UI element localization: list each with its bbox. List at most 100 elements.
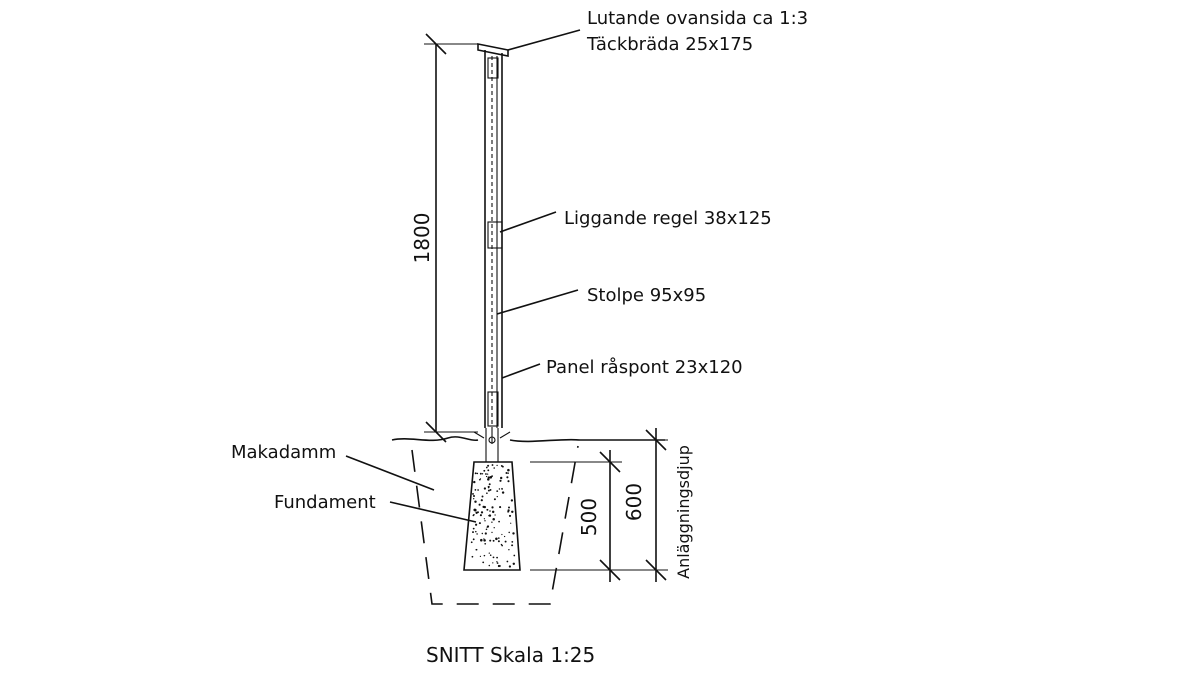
rail-label: Liggande regel 38x125 [564, 208, 772, 229]
concrete-dot [512, 532, 515, 535]
concrete-dot [492, 562, 494, 564]
concrete-dot [510, 499, 514, 502]
foundation-label: Fundament [274, 492, 376, 513]
post-stub [473, 428, 511, 462]
concrete-dot [473, 498, 475, 500]
concrete-dot [498, 537, 500, 539]
concrete-dot [501, 533, 503, 536]
concrete-dot [474, 500, 477, 503]
concrete-dot [507, 468, 510, 472]
concrete-dot [473, 513, 475, 516]
concrete-dot [504, 540, 507, 543]
concrete-dot [496, 490, 499, 492]
concrete-dot [508, 565, 512, 568]
concrete-dot [487, 487, 490, 489]
concrete-dot [489, 554, 492, 556]
concrete-dot [493, 527, 495, 529]
construction-depth-label: Anläggningsdjup [674, 445, 693, 579]
concrete-dot [477, 511, 479, 514]
concrete-dot [485, 473, 487, 475]
concrete-dot [511, 540, 514, 543]
fence-post [484, 50, 503, 428]
concrete-dot [479, 472, 482, 475]
concrete-dot [497, 540, 500, 543]
foundation-depth-label: 500 [577, 498, 601, 536]
concrete-dot [507, 480, 510, 483]
concrete-dot [500, 476, 503, 480]
concrete-dot [499, 479, 502, 482]
concrete-dot [483, 538, 485, 540]
concrete-dot [478, 503, 481, 506]
concrete-dot [472, 538, 475, 541]
foundation-texture [470, 464, 516, 568]
concrete-dot [470, 541, 473, 544]
concrete-dot [484, 542, 487, 545]
concrete-dot [501, 491, 505, 494]
macadam-label: Makadamm [231, 442, 336, 463]
concrete-dot [508, 514, 512, 517]
concrete-dot [484, 520, 486, 522]
post-label: Stolpe 95x95 [587, 285, 706, 306]
concrete-dot [503, 535, 506, 538]
cap-board-label: Täckbräda 25x175 [586, 34, 753, 55]
concrete-dot [500, 543, 503, 546]
concrete-dot [471, 555, 474, 558]
concrete-dot [499, 506, 502, 509]
cap-board [477, 43, 509, 57]
concrete-dot [484, 532, 487, 535]
macadam-trench [411, 445, 579, 605]
concrete-dot [487, 478, 490, 481]
dimension-foundation-depth: 500 [530, 450, 622, 582]
concrete-dot [480, 511, 484, 514]
concrete-dot [482, 561, 485, 564]
concrete-dot [489, 488, 492, 491]
concrete-dot [472, 494, 476, 498]
concrete-dot [472, 531, 474, 534]
concrete-dot [508, 531, 510, 534]
ground-line [391, 436, 665, 443]
top-slope-label: Lutande ovansida ca 1:3 [587, 8, 808, 29]
concrete-dot [489, 539, 492, 542]
concrete-dot [476, 533, 478, 535]
concrete-dot [488, 564, 491, 567]
concrete-dot [496, 561, 498, 563]
concrete-dot [475, 530, 477, 533]
concrete-dot [498, 488, 501, 490]
concrete-dot [507, 509, 510, 512]
concrete-dot [496, 556, 498, 559]
concrete-dot [475, 523, 478, 526]
concrete-dot [485, 528, 488, 531]
concrete-dot [486, 492, 488, 495]
concrete-dot [492, 539, 495, 542]
concrete-dot [487, 464, 490, 467]
concrete-dot [475, 548, 478, 551]
drawing-title: SNITT Skala 1:25 [426, 643, 595, 667]
concrete-dot [491, 521, 493, 523]
concrete-dot [476, 472, 479, 475]
foundation [463, 461, 521, 571]
concrete-dot [485, 466, 488, 469]
concrete-dot [491, 464, 494, 466]
concrete-dot [493, 498, 496, 501]
concrete-dot [493, 467, 496, 469]
concrete-dot [483, 487, 487, 490]
concrete-dot [480, 538, 483, 542]
concrete-dot [486, 508, 489, 511]
concrete-dot [473, 508, 476, 512]
concrete-dot [501, 487, 503, 490]
concrete-dot [486, 526, 488, 528]
concrete-dot [478, 522, 481, 525]
concrete-dot [483, 505, 486, 509]
concrete-dot [483, 469, 486, 472]
concrete-dot [499, 565, 501, 567]
concrete-dot [478, 478, 481, 481]
concrete-dot [491, 475, 493, 477]
concrete-dot [511, 510, 514, 514]
concrete-dot [506, 476, 509, 479]
concrete-dot [507, 472, 509, 474]
concrete-dot [491, 506, 494, 509]
concrete-dot [487, 489, 490, 492]
concrete-dot [505, 471, 508, 475]
concrete-dot [481, 473, 484, 475]
